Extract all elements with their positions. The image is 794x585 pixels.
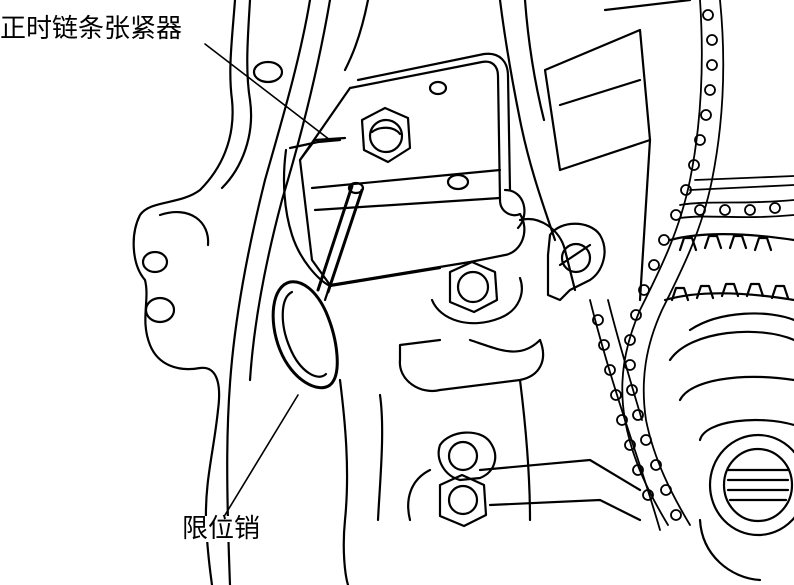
stopper-pin-leader-line — [224, 394, 299, 516]
crankshaft-seal — [668, 330, 794, 582]
lower-block — [338, 338, 545, 585]
tensioner-leader-line — [204, 43, 331, 141]
tensioner-housing — [298, 52, 526, 302]
sprocket — [663, 232, 794, 332]
upper-bolt — [360, 106, 412, 164]
tensioner-lever — [282, 138, 442, 288]
leader-lines — [204, 43, 331, 516]
timing-chain — [589, 0, 794, 531]
chain-guide — [498, 0, 692, 302]
lower-bolt — [430, 260, 523, 325]
tensioner-shoe — [546, 222, 606, 302]
engine-block — [132, 0, 370, 585]
stopper-pin-label: 限位销 — [182, 514, 261, 544]
bottom-bolts — [407, 431, 642, 528]
tensioner-label: 正时链条张紧器 — [0, 14, 183, 44]
stopper-pin — [271, 181, 365, 390]
